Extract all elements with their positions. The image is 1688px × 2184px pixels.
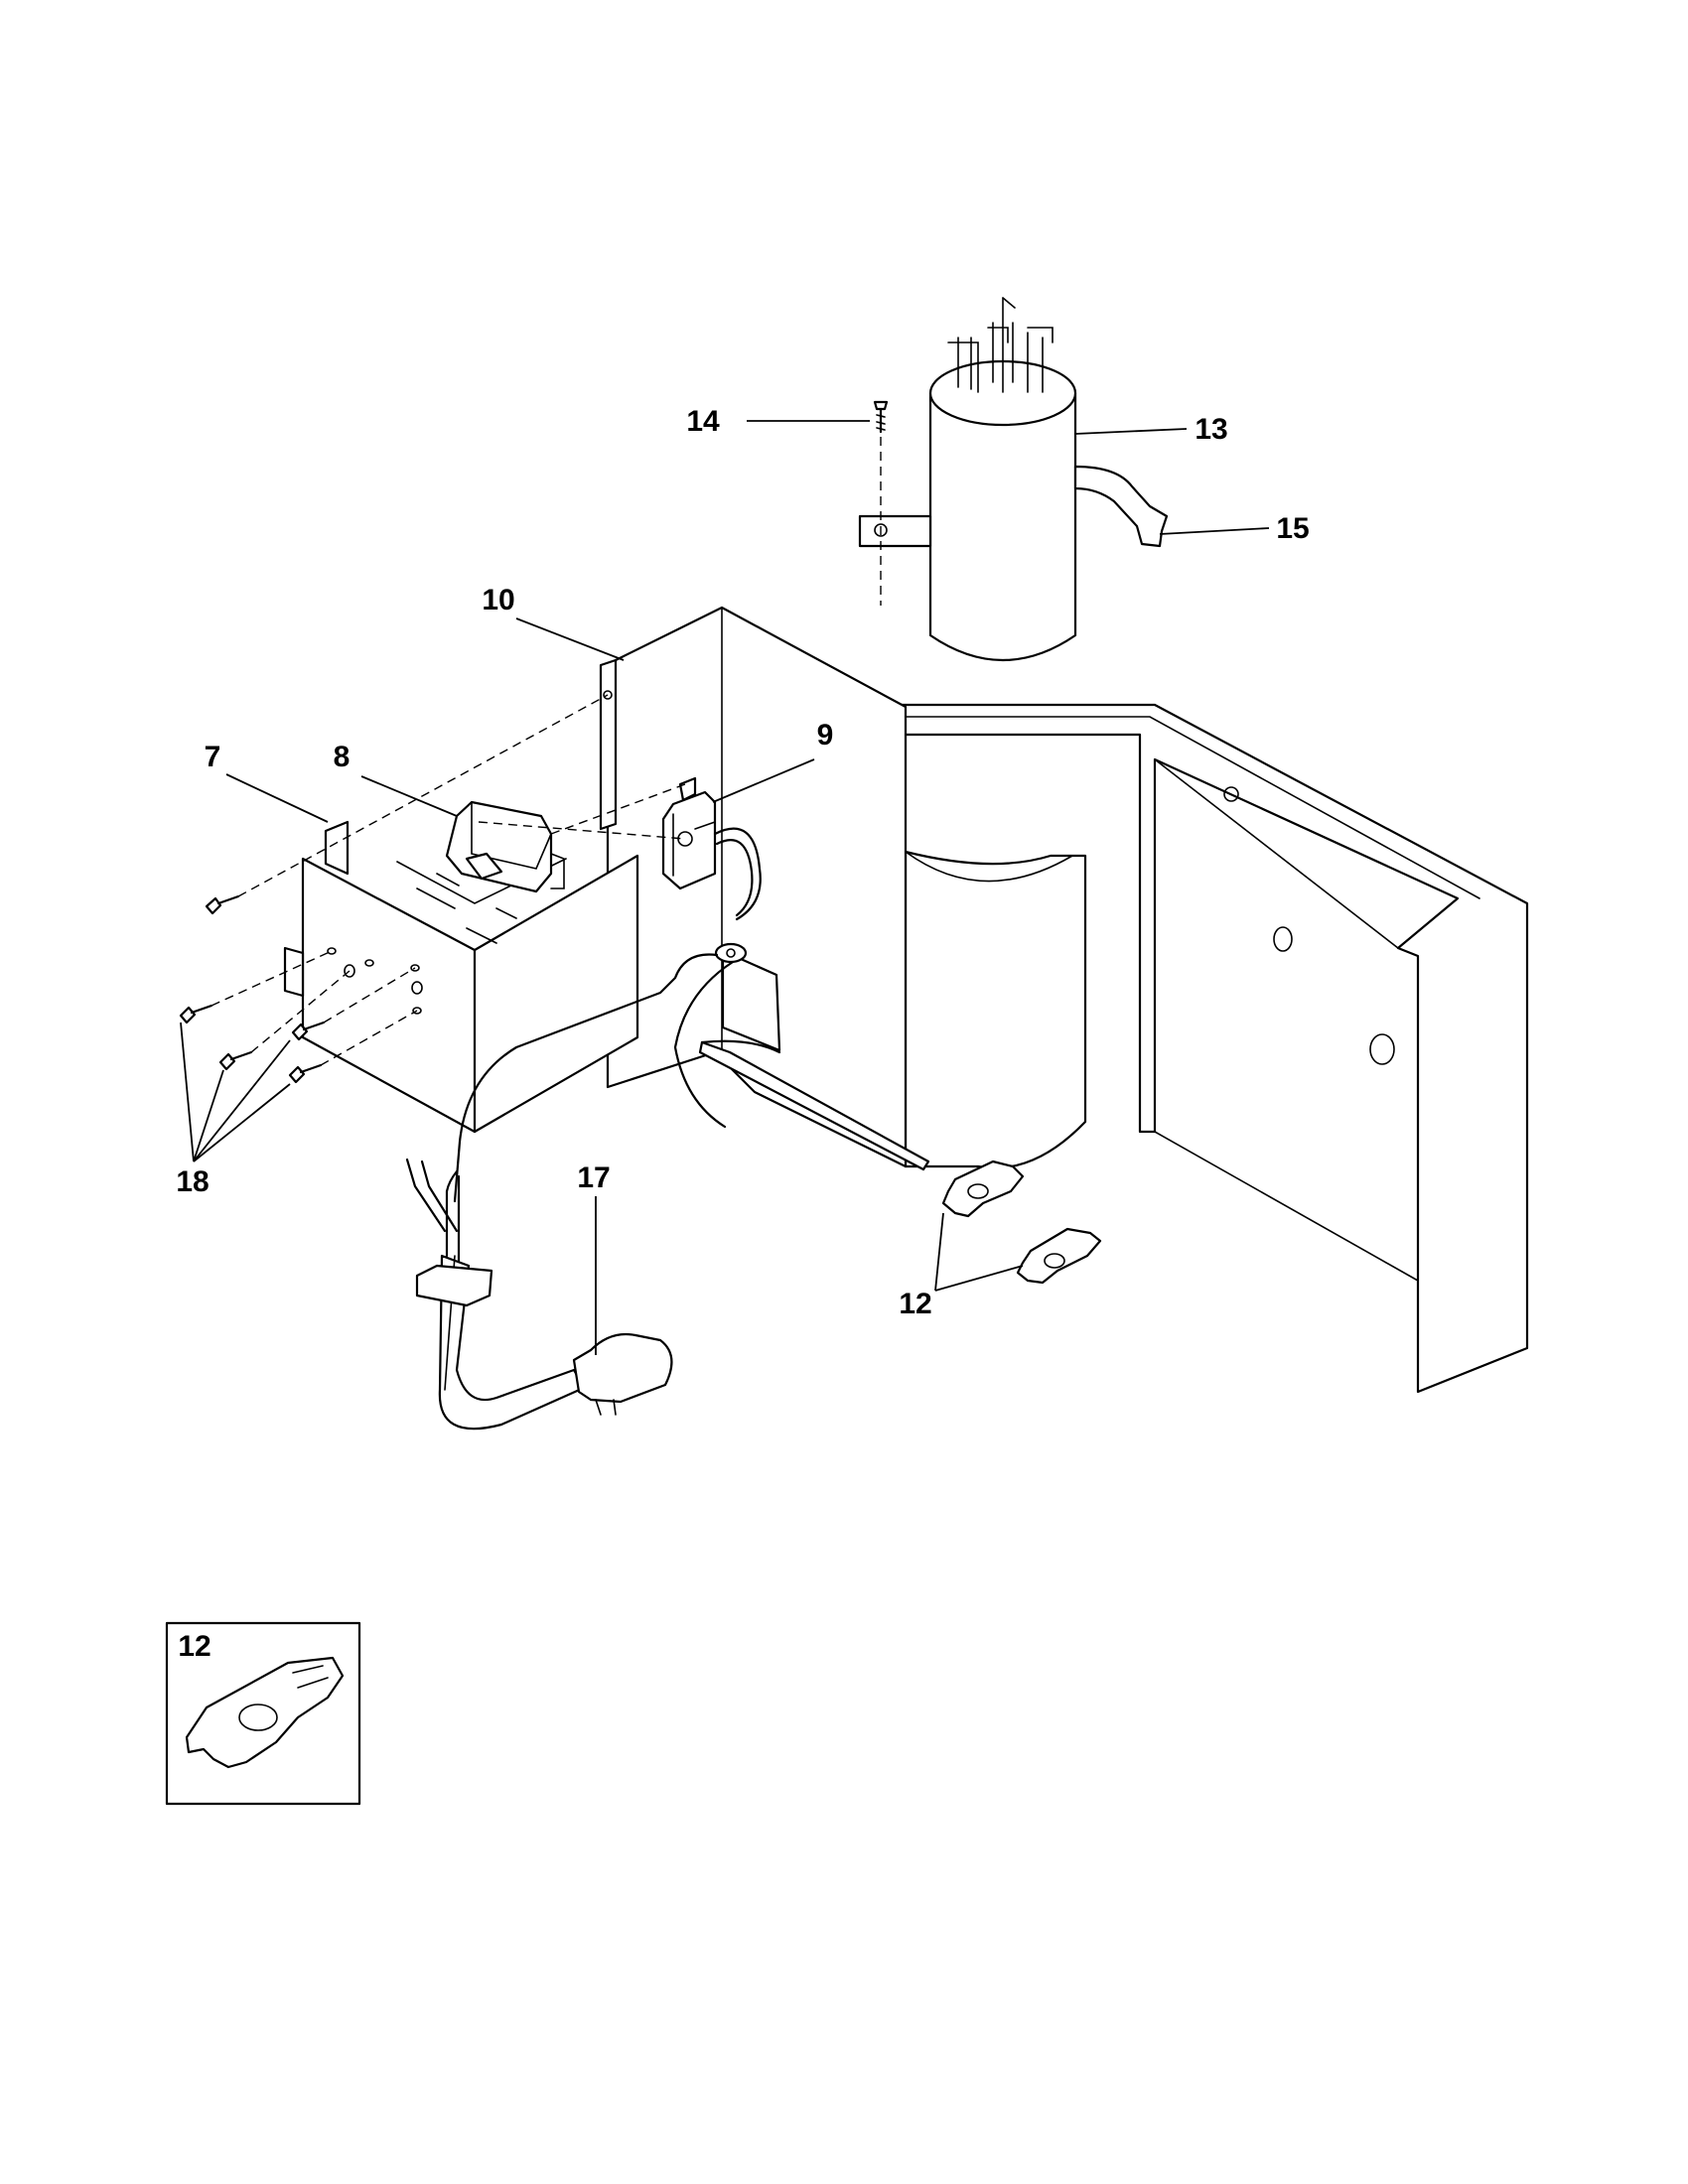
selector-switch — [445, 800, 565, 893]
unit-bulkhead-panel — [897, 703, 1529, 1394]
mounting-clip-12-b — [1016, 1227, 1102, 1285]
label-part-8: 8 — [334, 741, 351, 773]
blower-scroll — [904, 850, 1087, 1169]
label-part-12: 12 — [899, 1288, 931, 1320]
terminal-switch — [661, 776, 717, 890]
label-part-13: 13 — [1195, 413, 1227, 446]
label-inset-12: 12 — [178, 1630, 211, 1663]
label-part-14: 14 — [686, 405, 720, 438]
label-part-15: 15 — [1276, 512, 1309, 545]
assembly-lines — [211, 694, 686, 1066]
screw-14 — [873, 400, 889, 606]
label-part-17: 17 — [577, 1161, 610, 1194]
label-part-10: 10 — [482, 584, 514, 616]
label-part-9: 9 — [817, 719, 834, 751]
part-labels: 14 13 15 10 7 8 9 18 17 12 12 — [176, 405, 1309, 1663]
power-cord — [405, 1158, 673, 1431]
label-part-7: 7 — [205, 741, 221, 773]
label-part-18: 18 — [176, 1165, 209, 1198]
mounting-clip-12-a — [941, 1160, 1025, 1218]
control-box — [283, 820, 639, 1134]
inset-clip-detail — [165, 1621, 361, 1806]
capacitor — [858, 297, 1169, 661]
wiring-harness — [453, 827, 930, 1203]
control-panel — [599, 606, 908, 1168]
leader-lines — [180, 420, 1270, 1355]
screws-18 — [179, 894, 326, 1084]
